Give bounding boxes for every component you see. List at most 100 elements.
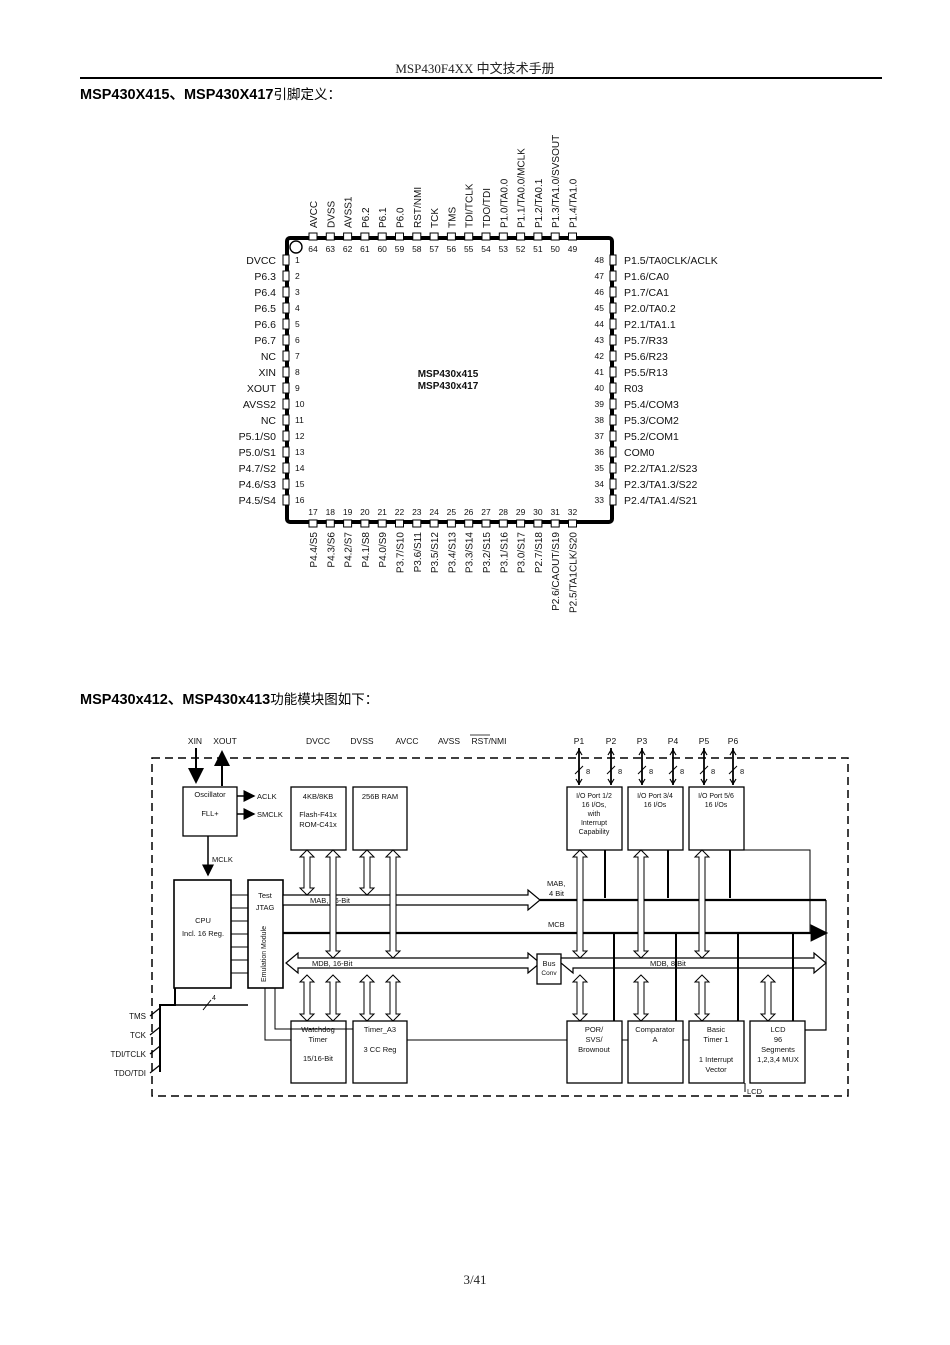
lcd-2: 96 [774, 1035, 782, 1044]
top-pin-number: 56 [447, 244, 457, 254]
bottom-pin-number: 25 [447, 507, 457, 517]
right-pin-number: 34 [595, 479, 605, 489]
bottom-pin-number: 28 [499, 507, 509, 517]
io-port-line: 16 I/Os [705, 802, 728, 809]
top-pin-label: P1.3/TA1.0/SVSOUT [551, 135, 562, 228]
mclk-label: MCLK [212, 855, 233, 864]
io56-mdb [693, 849, 711, 959]
ram-block [352, 786, 408, 851]
watchdog-block [290, 1020, 347, 1084]
left-pin-pad [282, 382, 290, 394]
io-port-line: with [587, 811, 601, 818]
left-pin-number: 16 [295, 495, 305, 505]
bottom-pin-label: P2.5/TA1CLK/S20 [569, 532, 580, 613]
wdt-3: 15/16-Bit [303, 1054, 334, 1063]
top-pin-pad [343, 232, 353, 241]
port-slash [728, 765, 738, 775]
port-width: 8 [740, 767, 744, 776]
left-pin-label: P4.6/S3 [239, 479, 277, 491]
lcd-4: 1,2,3,4 MUX [757, 1055, 799, 1064]
io34-mdb [632, 849, 650, 959]
bottom-pin-number: 31 [550, 507, 560, 517]
bottom-pin-label: P3.4/S13 [447, 532, 458, 574]
top-pin-number: 57 [429, 244, 439, 254]
top-pin-number: 50 [550, 244, 560, 254]
bottom-pin-label: P4.2/S7 [344, 532, 355, 568]
fll-label: FLL+ [201, 809, 219, 818]
jtag-pin-label: TMS [129, 1012, 146, 1021]
right-pin-number: 39 [595, 399, 605, 409]
sig-dvcc: DVCC [306, 736, 330, 746]
left-pin-label: P6.6 [254, 319, 276, 331]
jtag-pin-line [149, 1045, 161, 1055]
por-mdb [571, 974, 589, 1022]
top-pin-label: TCK [430, 208, 441, 228]
bottom-pin-pad [481, 519, 491, 528]
bottom-pin-pad [498, 519, 508, 528]
left-pin-number: 5 [295, 319, 300, 329]
right-pin-pad [609, 302, 617, 314]
wdt-2: Timer [309, 1035, 328, 1044]
left-pin-pad [282, 366, 290, 378]
right-pin-number: 40 [595, 383, 605, 393]
busconv-1: Bus [543, 959, 556, 968]
left-pin-label: P4.7/S2 [239, 463, 277, 475]
pinout-diagram: MSP430x415 MSP430x417 1DVCC2P6.33P6.44P6… [239, 135, 718, 613]
jtag-label: JTAG [256, 903, 275, 912]
mab-bus [282, 888, 541, 912]
right-pin-label: P5.7/R33 [624, 335, 668, 347]
header-rule [80, 77, 882, 79]
right-pin-number: 33 [595, 495, 605, 505]
bottom-pin-pad [429, 519, 439, 528]
bottom-pin-number: 18 [326, 507, 336, 517]
top-pin-number: 64 [308, 244, 318, 254]
left-pin-number: 13 [295, 447, 305, 457]
top-pin-pad [412, 232, 422, 241]
lcd-module-block [749, 1020, 806, 1084]
cpu-label: CPU [195, 916, 211, 925]
comp-1: Comparator [635, 1025, 675, 1034]
io-port-12 [566, 786, 623, 851]
right-pin-number: 42 [595, 351, 605, 361]
right-pin-number: 36 [595, 447, 605, 457]
jtag-pin-label: TDO/TDI [114, 1069, 146, 1078]
page-header: MSP430F4XX 中文技术手册 [395, 61, 555, 76]
right-pin-label: P2.0/TA0.2 [624, 303, 676, 315]
left-pin-number: 3 [295, 287, 300, 297]
cpu-sub: Incl. 16 Reg. [182, 929, 224, 938]
comp-mdb [632, 974, 650, 1022]
top-pins: 64AVCC63DVSS62AVSS161P6.260P6.159P6.058R… [308, 135, 579, 254]
right-pin-number: 35 [595, 463, 605, 473]
top-pin-label: AVSS1 [344, 196, 355, 228]
comparator-block [627, 1020, 684, 1084]
bottom-pin-number: 23 [412, 507, 422, 517]
busconv-2: Conv [541, 970, 557, 977]
port-arrow [607, 748, 615, 786]
right-pin-pad [609, 270, 617, 282]
por-3: Brownout [578, 1045, 611, 1054]
bottom-pin-number: 20 [360, 507, 370, 517]
left-pin-label: P5.0/S1 [239, 447, 277, 459]
top-pin-label: TMS [447, 207, 458, 228]
top-pin-number: 58 [412, 244, 422, 254]
right-pin-pad [609, 366, 617, 378]
top-pin-label: TDO/TDI [482, 188, 493, 228]
top-pin-pad [498, 232, 508, 241]
io-port-56 [688, 786, 745, 851]
right-pin-label: P5.2/COM1 [624, 431, 679, 443]
smclk-label: SMCLK [257, 810, 283, 819]
port-label: P2 [606, 736, 617, 746]
cpu-block [173, 879, 232, 989]
bottom-pin-number: 19 [343, 507, 353, 517]
bottom-pin-pad [360, 519, 370, 528]
right-pin-number: 47 [595, 271, 605, 281]
right-pin-label: P2.3/TA1.3/S22 [624, 479, 698, 491]
chip-boundary [151, 757, 849, 1097]
right-pin-label: P1.6/CA0 [624, 271, 669, 283]
io-port-line: I/O Port 5/6 [698, 793, 734, 800]
lcd-mdb [759, 974, 777, 1022]
ram-mab [358, 849, 376, 896]
timer-1: Timer_A3 [364, 1025, 396, 1034]
bottom-pin-pad [395, 519, 404, 528]
